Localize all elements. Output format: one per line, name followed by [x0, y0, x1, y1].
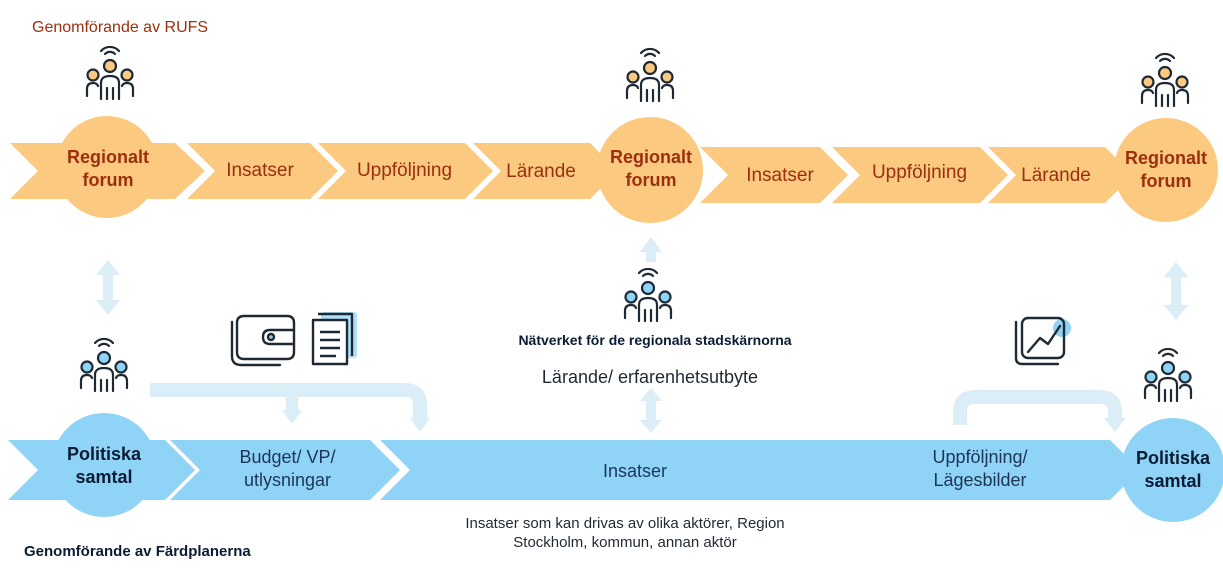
chevron-insatser — [380, 440, 880, 500]
double-arrow-right — [1164, 262, 1188, 320]
people-icon — [623, 267, 673, 323]
forum-label-line: Regionalt — [609, 147, 692, 167]
uppfoljning-label-line: Lägesbilder — [933, 469, 1027, 490]
step-uppfoljning: Uppföljning/ Lägesbilder — [880, 446, 1080, 491]
people-icon — [85, 45, 135, 101]
forum-circle-3 — [1114, 118, 1218, 222]
network-title: Nätverket för de regionala stadskärnorna — [518, 332, 792, 348]
politiska-label-line: samtal — [75, 466, 133, 487]
double-arrow-left — [96, 260, 120, 315]
link-arrows — [96, 237, 1188, 433]
budget-label-line: utlysningar — [243, 469, 332, 490]
chevron-insatser-1 — [187, 143, 338, 199]
step-insatser-1: Insatser — [226, 160, 294, 181]
double-arrow-center — [640, 388, 662, 433]
forum-circle-2 — [597, 117, 703, 223]
chevron-budget — [170, 440, 400, 500]
forum-label-line: Regionalt — [1124, 148, 1207, 168]
chevron-larande-2 — [988, 147, 1133, 203]
top-chevron-band — [10, 143, 1133, 203]
chart-icon — [1014, 316, 1071, 366]
chevron-insatser-2 — [700, 147, 848, 203]
arrow-up-center — [640, 237, 662, 262]
document-icon — [311, 312, 357, 366]
bottom-title: Genomförande av Färdplanerna — [24, 543, 251, 560]
note-line: Insatser som kan drivas av olika aktörer… — [465, 515, 785, 532]
people-icon — [625, 47, 675, 103]
politiska-label-line: Politiska — [1135, 448, 1211, 468]
step-insatser-2: Insatser — [746, 165, 814, 186]
step-larande-1: Lärande — [506, 161, 576, 182]
forum-label-1: Regionalt forum — [50, 146, 166, 191]
chevron-uppfoljning-2 — [832, 147, 1008, 203]
forum-label-line: forum — [1140, 170, 1192, 191]
connector-left — [150, 383, 430, 432]
people-icon — [1140, 52, 1190, 108]
forum-label-line: Regionalt — [66, 147, 149, 167]
people-icon — [79, 337, 129, 393]
top-title: Genomförande av RUFS — [32, 19, 209, 36]
connector-right — [953, 390, 1126, 432]
politiska-label-1: Politiska samtal — [48, 443, 160, 488]
forum-label-line: forum — [82, 169, 134, 190]
chevron-uppfoljning-1 — [318, 143, 493, 199]
chevron-uppfoljning — [845, 440, 1140, 500]
politiska-circle-2 — [1121, 418, 1223, 522]
people-icon — [1143, 347, 1193, 403]
network-subtitle: Lärande/ erfarenhetsutbyte — [541, 367, 759, 387]
note-line: Stockholm, kommun, annan aktör — [513, 533, 737, 551]
politiska-label-line: samtal — [1144, 470, 1202, 491]
step-uppfoljning-1: Uppföljning — [356, 160, 453, 181]
wallet-icon — [230, 314, 296, 367]
step-uppfoljning-2: Uppföljning — [871, 162, 968, 183]
budget-label-line: Budget/ VP/ — [239, 447, 336, 467]
forum-label-2: Regionalt forum — [593, 146, 709, 191]
insatser-note: Insatser som kan drivas av olika aktörer… — [400, 515, 850, 553]
step-larande-2: Lärande — [1021, 165, 1091, 186]
step-budget: Budget/ VP/ utlysningar — [200, 446, 375, 491]
politiska-label-2: Politiska samtal — [1117, 447, 1223, 492]
forum-circle-1 — [56, 116, 158, 218]
politiska-label-line: Politiska — [66, 444, 142, 464]
forum-label-line: forum — [625, 169, 677, 190]
step-insatser: Insatser — [602, 461, 668, 481]
politiska-circle-1 — [52, 413, 156, 517]
chevron-larande-1 — [473, 143, 618, 199]
forum-label-3: Regionalt forum — [1108, 147, 1223, 192]
uppfoljning-label-line: Uppföljning/ — [932, 447, 1028, 467]
